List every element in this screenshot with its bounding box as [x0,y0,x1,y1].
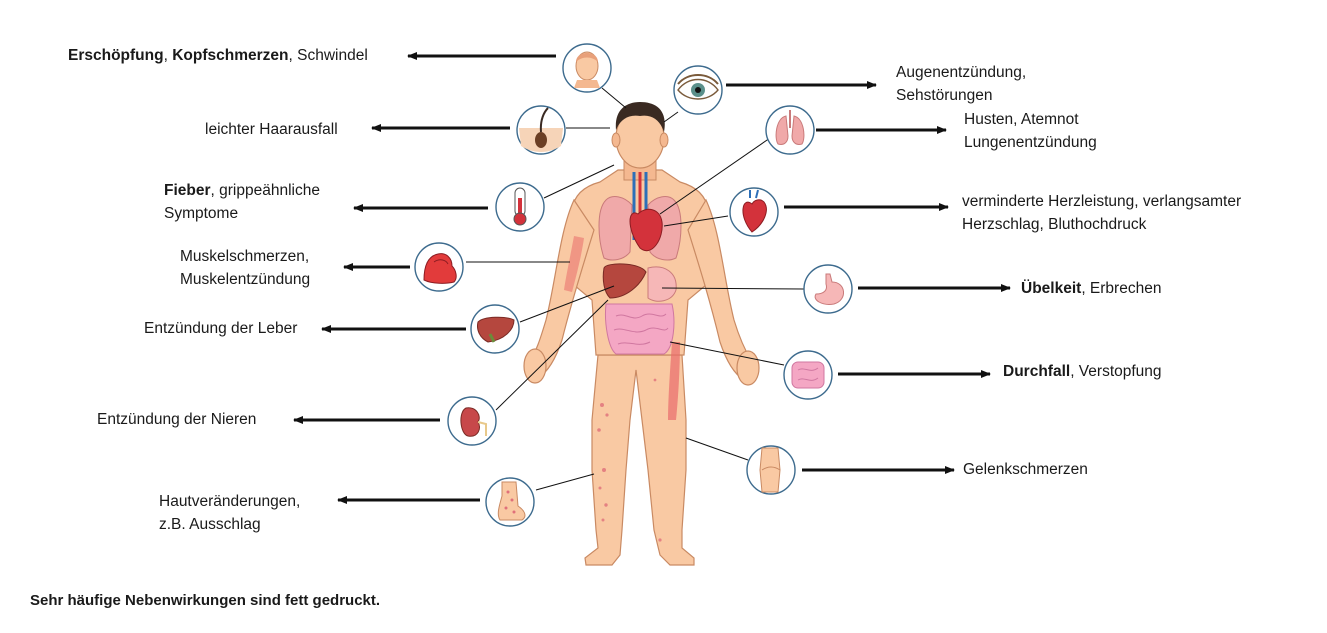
symptom-label-joint: Gelenkschmerzen [963,458,1088,481]
text: z.B. Ausschlag [159,516,261,533]
label-line: Muskelschmerzen, [180,245,310,268]
label-line: Herzschlag, Bluthochdruck [962,213,1241,236]
text: Muskelschmerzen, [180,248,310,265]
stomach-icon [803,264,853,314]
text: , Erbrechen [1081,280,1162,297]
label-line: Durchfall, Verstopfung [1003,360,1162,383]
label-line: Entzündung der Nieren [97,408,256,431]
bold-text: Durchfall [1003,363,1071,380]
label-line: Fieber, grippeähnliche [164,179,320,202]
heart-icon [729,187,779,237]
text: Symptome [164,205,239,222]
symptom-label-stomach: Übelkeit, Erbrechen [1021,277,1161,300]
text: , [163,47,173,64]
text: Lungenentzündung [964,134,1097,151]
bold-text: Kopfschmerzen [172,47,289,64]
text: Muskelentzündung [180,271,311,288]
text: , Verstopfung [1070,363,1162,380]
text: Sehstörungen [896,87,993,104]
label-line: Entzündung der Leber [144,317,297,340]
symptom-label-liver: Entzündung der Leber [144,317,297,340]
human-body-figure [523,102,760,566]
label-line: Husten, Atemnot [964,108,1097,131]
bold-text: Übelkeit [1021,280,1082,297]
intestine-icon [783,350,833,400]
thermometer-icon [495,182,545,232]
text: Husten, Atemnot [964,111,1079,128]
footer-note: Sehr häufige Nebenwirkungen sind fett ge… [30,592,381,609]
kidney-icon [447,396,497,446]
symptom-label-kidney: Entzündung der Nieren [97,408,256,431]
bold-text: Fieber [164,182,211,199]
liver-icon [470,304,520,354]
head-icon [562,43,612,93]
text: , grippeähnliche [210,182,320,199]
label-line: Augenentzündung, [896,61,1026,84]
text: Entzündung der Leber [144,320,298,337]
label-line: Übelkeit, Erbrechen [1021,277,1161,300]
symptom-label-eye: Augenentzündung, Sehstörungen [896,61,1026,107]
symptom-label-intestine: Durchfall, Verstopfung [1003,360,1162,383]
text: , Schwindel [288,47,368,64]
lungs-icon [765,105,815,155]
arrows [293,52,1011,504]
bold-text: Erschöpfung [68,47,164,64]
text: verminderte Herzleistung, verlangsamter [962,193,1242,210]
label-line: Symptome [164,202,320,225]
knee-joint-icon [746,445,796,495]
text: Hautveränderungen, [159,493,301,510]
label-line: Hautveränderungen, [159,490,300,513]
label-line: Erschöpfung, Kopfschmerzen, Schwindel [68,44,368,67]
symptom-label-skin: Hautveränderungen, z.B. Ausschlag [159,490,300,536]
label-line: verminderte Herzleistung, verlangsamter [962,190,1241,213]
text: leichter Haarausfall [205,121,338,138]
muscle-icon [414,242,464,292]
text: Herzschlag, Bluthochdruck [962,216,1147,233]
connector-lines [466,87,805,491]
text: Entzündung der Nieren [97,411,257,428]
label-line: Muskelentzündung [180,268,310,291]
symptom-label-head: Erschöpfung, Kopfschmerzen, Schwindel [68,44,368,67]
label-line: Lungenentzündung [964,131,1097,154]
label-line: z.B. Ausschlag [159,513,300,536]
eye-icon [673,65,723,115]
symptom-label-muscle: Muskelschmerzen, Muskelentzündung [180,245,310,291]
label-line: Gelenkschmerzen [963,458,1088,481]
text: Augenentzündung, [896,64,1027,81]
text: Gelenkschmerzen [963,461,1088,478]
foot-icon [485,477,535,527]
hair-follicle-icon [516,105,566,155]
label-line: Sehstörungen [896,84,1026,107]
label-line: leichter Haarausfall [205,118,338,141]
symptom-label-hair: leichter Haarausfall [205,118,338,141]
